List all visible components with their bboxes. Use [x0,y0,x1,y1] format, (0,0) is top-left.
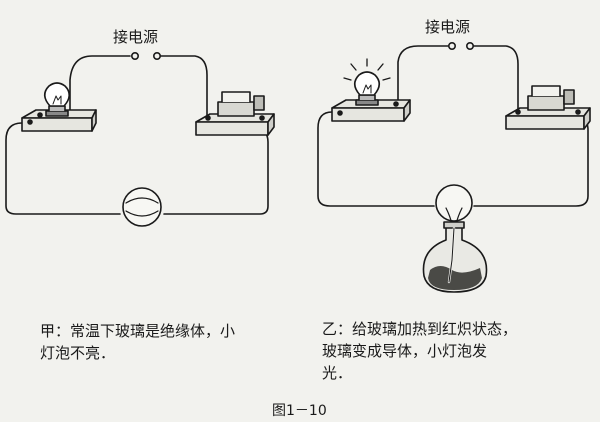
right-lamp-board [331,99,411,122]
left-caption-line-1: 甲：常温下玻璃是绝缘体，小 [40,322,236,340]
left-holder-board [195,91,275,136]
right-caption: 乙：给玻璃加热到红炽状态， 玻璃变成导体，小灯泡发 光． [322,318,592,384]
right-wire-to-source-b [471,45,519,113]
figure-number: 图1－10 [272,403,327,419]
right-glass-sample [435,184,473,225]
right-caption-line-3: 光． [322,364,353,382]
right-power-source-label: 接电源 [425,18,471,36]
left-caption: 甲：常温下玻璃是绝缘体，小 灯泡不亮． [40,320,310,364]
right-circuit [317,41,591,293]
left-terminal-a [131,51,140,60]
left-terminal-b [153,51,162,60]
left-wire-to-source-a [69,55,131,119]
bulb-off-icon [43,82,71,117]
left-power-source-label: 接电源 [113,28,159,46]
left-caption-line-2: 灯泡不亮． [40,344,116,362]
alcohol-lamp-icon [422,221,488,293]
left-glass-sample [122,187,162,227]
circuit-diagram [5,41,591,293]
right-caption-line-2: 玻璃变成导体，小灯泡发 [322,342,488,360]
right-caption-line-1: 乙：给玻璃加热到红炽状态， [322,320,518,338]
bulb-on-icon [343,58,391,106]
left-wire-to-source-b [159,55,208,117]
left-wire-loop [5,122,121,215]
right-wire-loop [317,111,435,207]
right-wire-to-source-a [397,45,449,105]
right-holder-board [505,85,591,130]
right-terminal-b [465,41,474,50]
right-terminal-a [447,41,456,50]
left-wire-loop-b [163,126,269,215]
left-circuit [5,51,275,227]
